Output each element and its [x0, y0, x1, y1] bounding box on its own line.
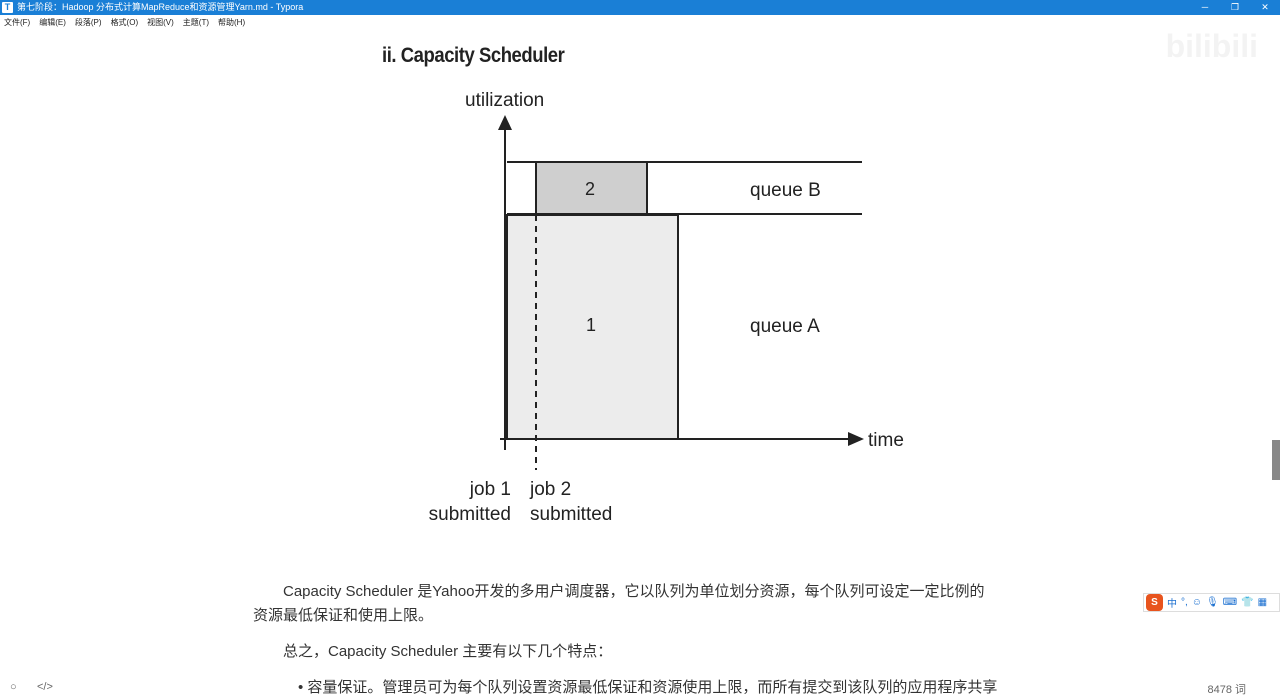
- maximize-button[interactable]: ❐: [1230, 2, 1240, 12]
- skin-icon[interactable]: 👕: [1241, 597, 1254, 608]
- menu-theme[interactable]: 主题(T): [182, 18, 210, 27]
- menu-paragraph[interactable]: 段落(P): [74, 18, 102, 27]
- window-title: 第七阶段：Hadoop 分布式计算MapReduce和资源管理Yarn.md -…: [17, 2, 304, 12]
- queue-a-label: queue A: [750, 316, 820, 337]
- paragraph: 总之，Capacity Scheduler 主要有以下几个特点：: [283, 643, 613, 660]
- ime-punct[interactable]: °,: [1181, 597, 1188, 608]
- ime-mode[interactable]: 中: [1167, 599, 1177, 610]
- menu-view[interactable]: 视图(V): [147, 18, 174, 27]
- job2-block: [535, 161, 648, 216]
- y-axis-label: utilization: [465, 90, 544, 111]
- bullet-icon: •: [298, 679, 308, 696]
- queue-b-label: queue B: [750, 180, 821, 201]
- ime-toolbar[interactable]: S 中 °, ☺ 🎙 ⌨ 👕 ▦: [1143, 593, 1280, 612]
- sidebar-toggle-icon[interactable]: ○: [10, 681, 17, 693]
- x-axis-label: time: [868, 430, 904, 451]
- menu-bar: 文件(F) 编辑(E) 段落(P) 格式(O) 视图(V) 主题(T) 帮助(H…: [0, 15, 1280, 30]
- typora-logo-icon: T: [2, 2, 13, 13]
- block2-label: 2: [585, 179, 595, 199]
- menu-file[interactable]: 文件(F): [4, 18, 31, 27]
- list-item-text: 容量保证。管理员可为每个队列设置资源最低保证和资源使用上限，而所有提交到该队列的…: [307, 679, 998, 696]
- word-count[interactable]: 8478 词: [1207, 684, 1246, 696]
- menu-help[interactable]: 帮助(H): [218, 18, 246, 27]
- block1-label: 1: [586, 315, 596, 335]
- toolbox-icon[interactable]: ▦: [1257, 597, 1268, 608]
- job1-label: job 1: [469, 479, 511, 500]
- job2-submitted-label: submitted: [530, 504, 612, 525]
- job2-label: job 2: [529, 479, 571, 500]
- paragraph-line: Capacity Scheduler 是Yahoo开发的多用户调度器，它以队列为…: [283, 583, 985, 600]
- paragraph-line: 资源最低保证和使用上限。: [253, 607, 434, 624]
- minimize-button[interactable]: ─: [1201, 2, 1209, 12]
- x-axis-arrow: [848, 432, 864, 446]
- source-code-icon[interactable]: </>: [37, 681, 53, 693]
- emoji-icon[interactable]: ☺: [1191, 597, 1202, 608]
- menu-edit[interactable]: 编辑(E): [39, 18, 66, 27]
- title-bar: T 第七阶段：Hadoop 分布式计算MapReduce和资源管理Yarn.md…: [0, 0, 1280, 15]
- sogou-logo-icon: S: [1146, 594, 1163, 611]
- bilibili-watermark: bilibili: [1165, 28, 1258, 64]
- keyboard-icon[interactable]: ⌨: [1222, 597, 1238, 608]
- scrollbar-thumb[interactable]: [1272, 440, 1280, 480]
- y-axis-arrow: [498, 115, 512, 130]
- menu-format[interactable]: 格式(O): [110, 18, 139, 27]
- job1-submitted-label: submitted: [429, 504, 511, 525]
- list-item: • 容量保证。管理员可为每个队列设置资源最低保证和资源使用上限，而所有提交到该队…: [298, 676, 997, 700]
- close-button[interactable]: ✕: [1261, 2, 1269, 12]
- status-bar: ○ </> 8478 词: [0, 678, 1280, 700]
- microphone-icon[interactable]: 🎙: [1206, 597, 1219, 608]
- section-heading: ii. Capacity Scheduler: [382, 44, 565, 67]
